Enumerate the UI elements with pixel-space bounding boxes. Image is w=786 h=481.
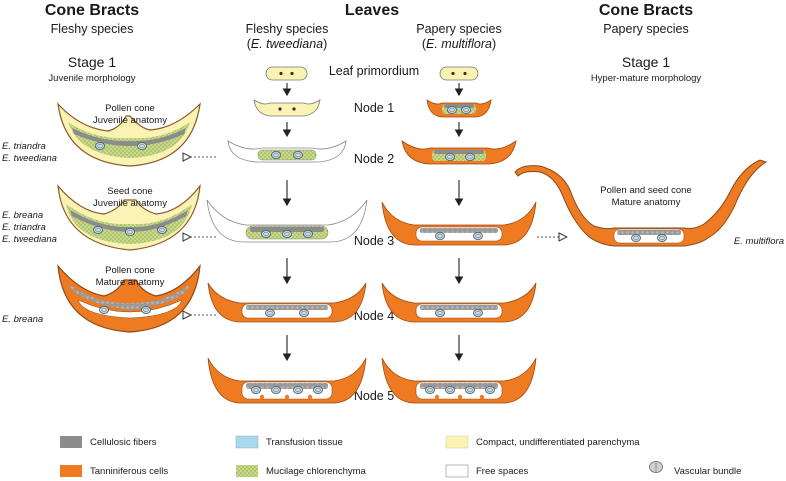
papery-leaf-node-3 xyxy=(381,201,537,246)
bract-2-species-2: E. triandra xyxy=(2,222,46,233)
fleshy-species-label: (E. tweediana) xyxy=(247,37,328,51)
bract-2-line2: Juvenile anatomy xyxy=(93,198,167,209)
legend-label-mucilage: Mucilage chlorenchyma xyxy=(266,466,367,477)
fleshy-leaf-node-2 xyxy=(227,140,347,163)
left-subtitle: Fleshy species xyxy=(51,22,134,36)
legend-label-transfusion: Transfusion tissue xyxy=(266,437,343,448)
fleshy-leaf-node-1 xyxy=(253,99,321,117)
legend-swatch-free-spaces xyxy=(445,464,469,478)
bract-3-species-1: E. breana xyxy=(2,314,43,325)
papery-species-label: (E. multiflora) xyxy=(422,37,496,51)
bract-pollen-seed-mature xyxy=(514,159,768,247)
center-title: Leaves xyxy=(345,2,399,19)
legend-swatch-cellulosic xyxy=(60,436,82,448)
fleshy-leaf-node-3 xyxy=(206,199,368,243)
bract-2-species-3: E. tweediana xyxy=(2,234,57,245)
left-stage-label: Stage 1 xyxy=(68,54,116,70)
bract-2-species-1: E. breana xyxy=(2,210,43,221)
bract-1-species-1: E. triandra xyxy=(2,141,46,152)
legend-label-free-spaces: Free spaces xyxy=(476,466,529,477)
left-morphology-label: Juvenile morphology xyxy=(48,73,135,84)
bract-pollen-juvenile xyxy=(57,102,201,167)
right-morphology-label: Hyper-mature morphology xyxy=(591,73,702,84)
bract-1-line2: Juvenile anatomy xyxy=(93,115,167,126)
node-label-5: Node 5 xyxy=(354,389,394,403)
fleshy-leaf-node-4 xyxy=(207,282,367,323)
papery-column-label: Papery species xyxy=(416,22,501,36)
node-label-2: Node 2 xyxy=(354,152,394,166)
fleshy-leaf-node-5 xyxy=(207,357,367,404)
right-stage-label: Stage 1 xyxy=(622,54,670,70)
node-label-4: Node 4 xyxy=(354,309,394,323)
bract-seed-juvenile xyxy=(57,183,201,251)
bract-1-line1: Pollen cone xyxy=(105,103,155,114)
papery-leaf-node-1 xyxy=(426,99,492,118)
right-subtitle: Papery species xyxy=(603,22,688,36)
papery-leaf-node-2 xyxy=(401,140,517,165)
right-bract-species: E. multiflora xyxy=(734,236,784,247)
left-title: Cone Bracts xyxy=(45,2,139,19)
right-bract-line1: Pollen and seed cone xyxy=(600,185,691,196)
legend-label-cellulosic: Cellulosic fibers xyxy=(90,437,157,448)
bract-pollen-mature xyxy=(57,263,201,333)
right-bract-line2: Mature anatomy xyxy=(612,197,681,208)
node-label-3: Node 3 xyxy=(354,234,394,248)
bract-1-species-2: E. tweediana xyxy=(2,153,57,164)
legend-swatch-mucilage xyxy=(236,465,258,477)
papery-leaf-node-4 xyxy=(381,282,537,323)
fleshy-leaf-primordium xyxy=(265,66,308,81)
legend-swatch-transfusion xyxy=(235,435,259,449)
node-label-primordium: Leaf primordium xyxy=(329,64,419,78)
legend-label-vascular: Vascular bundle xyxy=(674,466,741,477)
legend-label-parenchyma: Compact, undifferentiated parenchyma xyxy=(476,437,640,448)
bract-3-line1: Pollen cone xyxy=(105,265,155,276)
fleshy-column-label: Fleshy species xyxy=(246,22,329,36)
legend-swatch-parenchyma xyxy=(445,435,469,449)
bract-2-line1: Seed cone xyxy=(107,186,152,197)
legend: Cellulosic fibers Transfusion tissue Com… xyxy=(60,435,741,478)
papery-leaf-primordium xyxy=(439,66,479,81)
legend-vascular-bundle-icon xyxy=(649,461,663,473)
node-label-1: Node 1 xyxy=(354,101,394,115)
legend-label-tanniniferous: Tanniniferous cells xyxy=(90,466,168,477)
legend-swatch-tanniniferous xyxy=(60,465,82,477)
papery-leaf-node-5 xyxy=(381,357,537,404)
bract-3-line2: Mature anatomy xyxy=(96,277,165,288)
right-title: Cone Bracts xyxy=(599,2,693,19)
